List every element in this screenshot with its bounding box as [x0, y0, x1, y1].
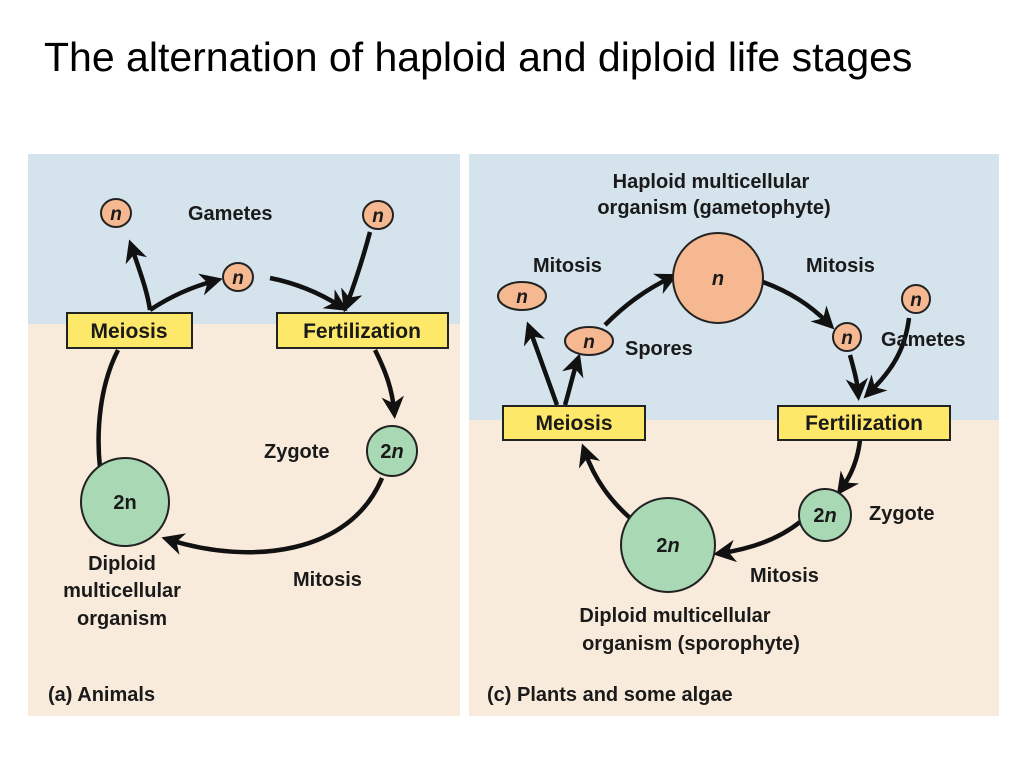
gametes-label: Gametes [881, 329, 966, 351]
svg-text:Fertilization: Fertilization [303, 320, 421, 343]
svg-text:2n: 2n [113, 492, 136, 514]
svg-text:2n: 2n [813, 505, 836, 527]
arrow-sporophyte-to-meiosis [578, 443, 632, 520]
svg-text:n: n [110, 204, 122, 225]
svg-text:Meiosis: Meiosis [90, 320, 167, 343]
svg-text:n: n [910, 290, 922, 311]
svg-text:n: n [583, 332, 595, 353]
haploid-organism-title-1: Haploid multicellular [613, 171, 810, 193]
arrow-meiosis-to-center-gamete [148, 273, 223, 312]
zygote-cell: 2n [798, 488, 852, 542]
mitosis-bottom-label: Mitosis [750, 565, 819, 587]
diploid-organism-label-3: organism [77, 608, 167, 630]
arrow-zygote-mitosis-to-diploid [161, 477, 385, 555]
arrow-zygote-mitosis-to-sporophyte [713, 520, 802, 563]
diploid-organism-title-2: organism (sporophyte) [582, 633, 800, 655]
meiosis-box: Meiosis [502, 405, 646, 441]
spore-cell: n [564, 326, 614, 356]
panel-c-diploid-bg [469, 420, 999, 716]
zygote-label: Zygote [264, 441, 330, 463]
arrow-fertilization-to-zygote [836, 439, 863, 496]
panel-c-caption: (c) Plants and some algae [487, 684, 733, 706]
arrow-diploid-to-meiosis [96, 348, 121, 469]
arrow-meiosis-to-left-gamete [125, 239, 153, 311]
svg-text:2n: 2n [656, 535, 679, 557]
meiosis-box: Meiosis [66, 312, 193, 349]
gametes-label: Gametes [188, 203, 273, 225]
arrow-right-gamete-to-fertilization [341, 231, 373, 313]
gamete-cell-right: n [901, 284, 931, 314]
arrow-meiosis-to-spore [562, 353, 584, 406]
panel-plants: Haploid multicellular organism (gametoph… [469, 154, 999, 716]
arrow-meiosis-to-spore-left [523, 321, 560, 406]
arrow-center-gamete-to-fertilization [269, 275, 348, 311]
gamete-cell-right: n [362, 200, 394, 230]
fertilization-box: Fertilization [276, 312, 449, 349]
arrow-other-gamete-to-fertilization [863, 317, 912, 399]
mitosis-left-label: Mitosis [533, 255, 602, 277]
arrow-gametophyte-mitosis-to-gamete [762, 279, 835, 330]
gamete-cell-center: n [832, 322, 862, 352]
zygote-cell: 2n [366, 425, 418, 477]
svg-text:n: n [516, 287, 528, 308]
panel-a-caption: (a) Animals [48, 684, 155, 706]
arrow-spore-mitosis-to-gametophyte [603, 273, 679, 327]
diploid-organism-title-1: Diploid multicellular [579, 605, 770, 627]
mitosis-right-label: Mitosis [806, 255, 875, 277]
spore-cell-left: n [497, 281, 547, 311]
svg-text:2n: 2n [380, 441, 403, 463]
diploid-organism-label-1: Diploid [88, 553, 156, 575]
gamete-cell-left: n [100, 198, 132, 228]
svg-text:n: n [712, 268, 724, 290]
zygote-label: Zygote [869, 503, 935, 525]
panel-a-haploid-bg [28, 154, 460, 324]
svg-text:Meiosis: Meiosis [535, 412, 612, 435]
panel-animals: n n n Gametes Meiosis Fertilization Zygo… [28, 154, 460, 716]
fertilization-box: Fertilization [777, 405, 951, 441]
spores-label: Spores [625, 338, 693, 360]
diploid-organism-cell: 2n [80, 457, 170, 547]
arrow-fertilization-to-zygote [372, 348, 404, 419]
svg-text:Fertilization: Fertilization [805, 412, 923, 435]
svg-text:n: n [841, 328, 853, 349]
svg-text:n: n [232, 268, 244, 289]
gametophyte-cell: n [672, 232, 764, 324]
diploid-organism-label-2: multicellular [63, 580, 181, 602]
mitosis-label: Mitosis [293, 569, 362, 591]
page-title: The alternation of haploid and diploid l… [44, 34, 913, 80]
sporophyte-cell: 2n [620, 497, 716, 593]
gamete-cell-center: n [222, 262, 254, 292]
haploid-organism-title-2: organism (gametophyte) [597, 197, 830, 219]
arrow-gamete-to-fertilization [845, 354, 869, 401]
svg-text:n: n [372, 206, 384, 227]
